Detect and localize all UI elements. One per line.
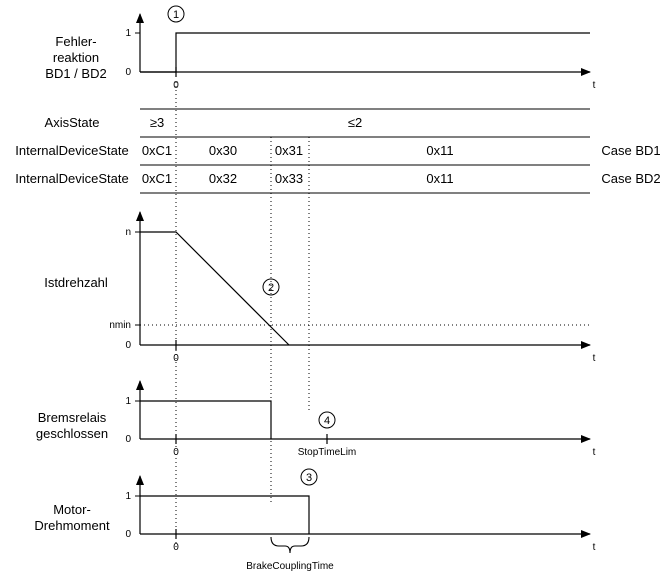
drehmoment-label-2: Drehmoment <box>34 518 110 533</box>
bd2-value-11: 0x11 <box>426 171 453 186</box>
drehmoment-t-label: t <box>593 542 596 553</box>
fehlerreaktion-one-label: 1 <box>125 28 131 39</box>
bremsrelais-signal <box>140 400 272 439</box>
case-bd2-label: Case BD2 <box>601 171 660 186</box>
ids-bd2-label: InternalDeviceState <box>15 171 128 186</box>
bd1-value-c1: 0xC1 <box>142 143 172 158</box>
bd1-value-30: 0x30 <box>209 143 237 158</box>
fehlerreaktion-panel: Fehler- reaktion BD1 / BD2 1 0 0 t 1 <box>45 5 596 91</box>
istdrehzahl-t-label: t <box>593 353 596 364</box>
fehlerreaktion-label-1: Fehler- <box>55 34 96 49</box>
guide-lines <box>175 82 310 548</box>
bd2-value-32: 0x32 <box>209 171 237 186</box>
istdrehzahl-signal <box>140 231 290 346</box>
marker-3-circle <box>300 468 318 486</box>
marker-4-circle <box>318 411 336 429</box>
bremsrelais-t-label: t <box>593 447 596 458</box>
drehmoment-signal <box>140 495 310 534</box>
fehlerreaktion-t0-label: 0 <box>173 80 179 91</box>
bremsrelais-label-1: Bremsrelais <box>38 410 107 425</box>
bremsrelais-zero-label: 0 <box>125 434 131 445</box>
bd2-value-c1: 0xC1 <box>142 171 172 186</box>
bremsrelais-one-label: 1 <box>125 396 131 407</box>
marker-4-label: 4 <box>324 415 330 427</box>
fehlerreaktion-signal <box>140 32 590 73</box>
drehmoment-label-1: Motor- <box>53 502 91 517</box>
bd1-value-31: 0x31 <box>275 143 303 158</box>
fehlerreaktion-label-2: reaktion <box>53 50 99 65</box>
fehlerreaktion-t-label: t <box>593 80 596 91</box>
drehmoment-t0-label: 0 <box>173 542 179 553</box>
bremsrelais-t0-label: 0 <box>173 447 179 458</box>
istdrehzahl-nmin-label: nmin <box>109 320 131 331</box>
drehmoment-panel: Motor- Drehmoment 1 0 0 t 3 BrakeCouplin… <box>34 468 596 572</box>
bremsrelais-panel: Bremsrelais geschlossen 1 0 0 StopTimeLi… <box>36 380 596 458</box>
axisstate-value-le2: ≤2 <box>348 115 362 130</box>
fehlerreaktion-zero-label: 0 <box>125 67 131 78</box>
marker-1-circle <box>167 5 185 23</box>
istdrehzahl-label: Istdrehzahl <box>44 275 108 290</box>
bd1-value-11: 0x11 <box>426 143 453 158</box>
istdrehzahl-n-label: n <box>125 227 131 238</box>
brakecouplingtime-label: BrakeCouplingTime <box>246 561 334 572</box>
ids-bd1-label: InternalDeviceState <box>15 143 128 158</box>
istdrehzahl-panel: Istdrehzahl n nmin 0 0 t 2 <box>44 211 596 364</box>
marker-2-label: 2 <box>268 282 274 294</box>
axisstate-value-ge3: ≥3 <box>150 115 164 130</box>
axisstate-label: AxisState <box>45 115 100 130</box>
bremsrelais-label-2: geschlossen <box>36 426 108 441</box>
marker-3-label: 3 <box>306 472 312 484</box>
istdrehzahl-zero-label: 0 <box>125 340 131 351</box>
stoptimelim-label: StopTimeLim <box>298 447 357 458</box>
case-bd1-label: Case BD1 <box>601 143 660 158</box>
bd2-value-33: 0x33 <box>275 171 303 186</box>
marker-2-circle <box>262 278 280 296</box>
marker-1-label: 1 <box>173 9 179 21</box>
state-table: AxisState ≥3 ≤2 InternalDeviceState 0xC1… <box>15 108 661 194</box>
fehlerreaktion-label-3: BD1 / BD2 <box>45 66 106 81</box>
drehmoment-zero-label: 0 <box>125 529 131 540</box>
brakecouplingtime-brace <box>270 536 310 554</box>
drehmoment-one-label: 1 <box>125 491 131 502</box>
